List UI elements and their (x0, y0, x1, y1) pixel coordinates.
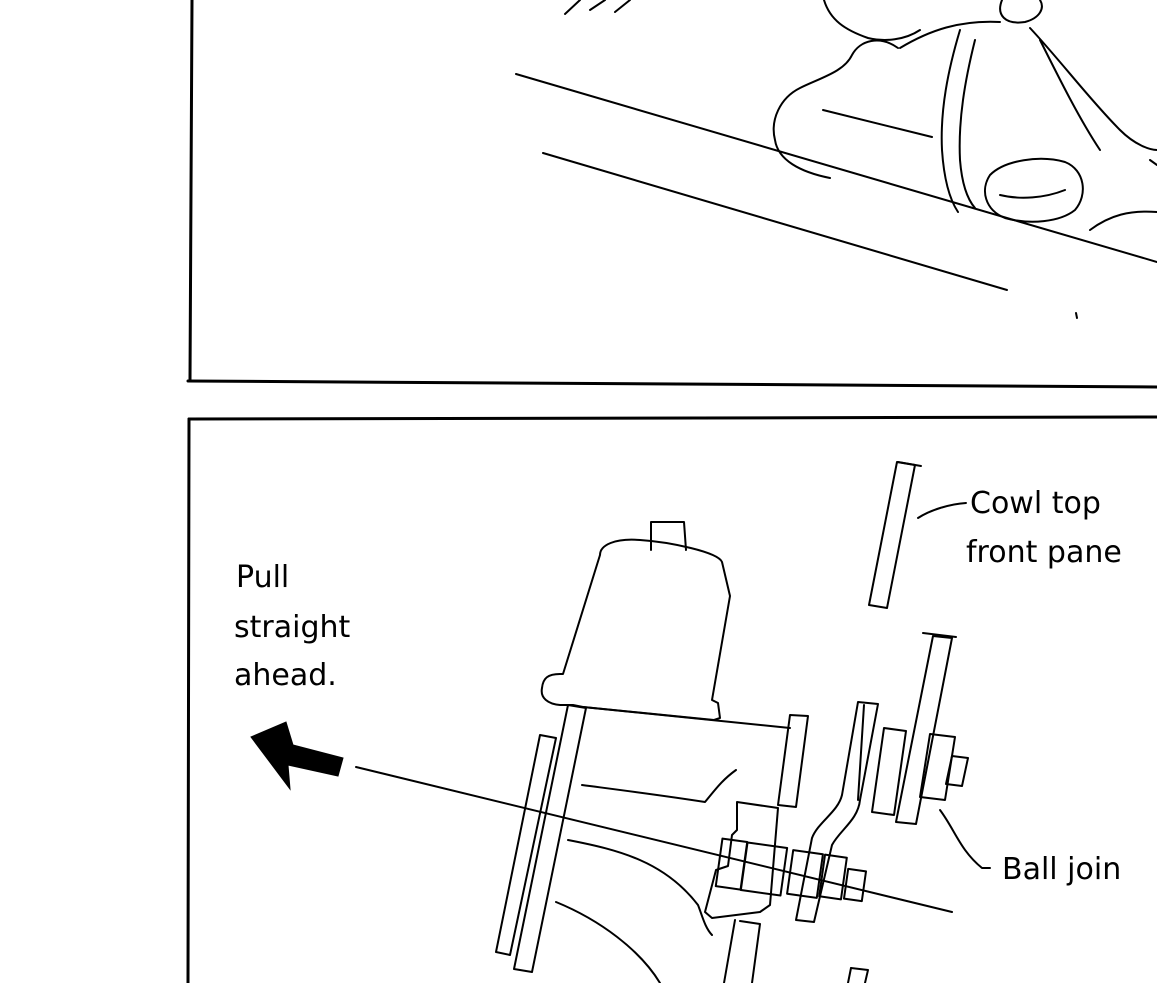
linkage-mechanism (495, 461, 969, 983)
cowl-label-line-1: Cowl top (970, 486, 1101, 521)
bottom-panel-frame (186, 415, 1157, 983)
pull-label-line-3: ahead. (234, 658, 337, 693)
pull-label-line-1: Pull (236, 560, 289, 595)
pull-direction-arrow-icon (250, 721, 344, 791)
top-panel-frame (186, 0, 1157, 389)
ball-joint-label: Ball join (1002, 852, 1121, 887)
pull-axis-line (355, 766, 953, 913)
pull-label-line-2: straight (234, 610, 351, 645)
cowl-label-line-2: front pane (966, 535, 1122, 570)
top-panel-sketch (515, 0, 1157, 319)
ball-joint-leader-line (939, 809, 991, 869)
cowl-leader-line (917, 502, 967, 519)
